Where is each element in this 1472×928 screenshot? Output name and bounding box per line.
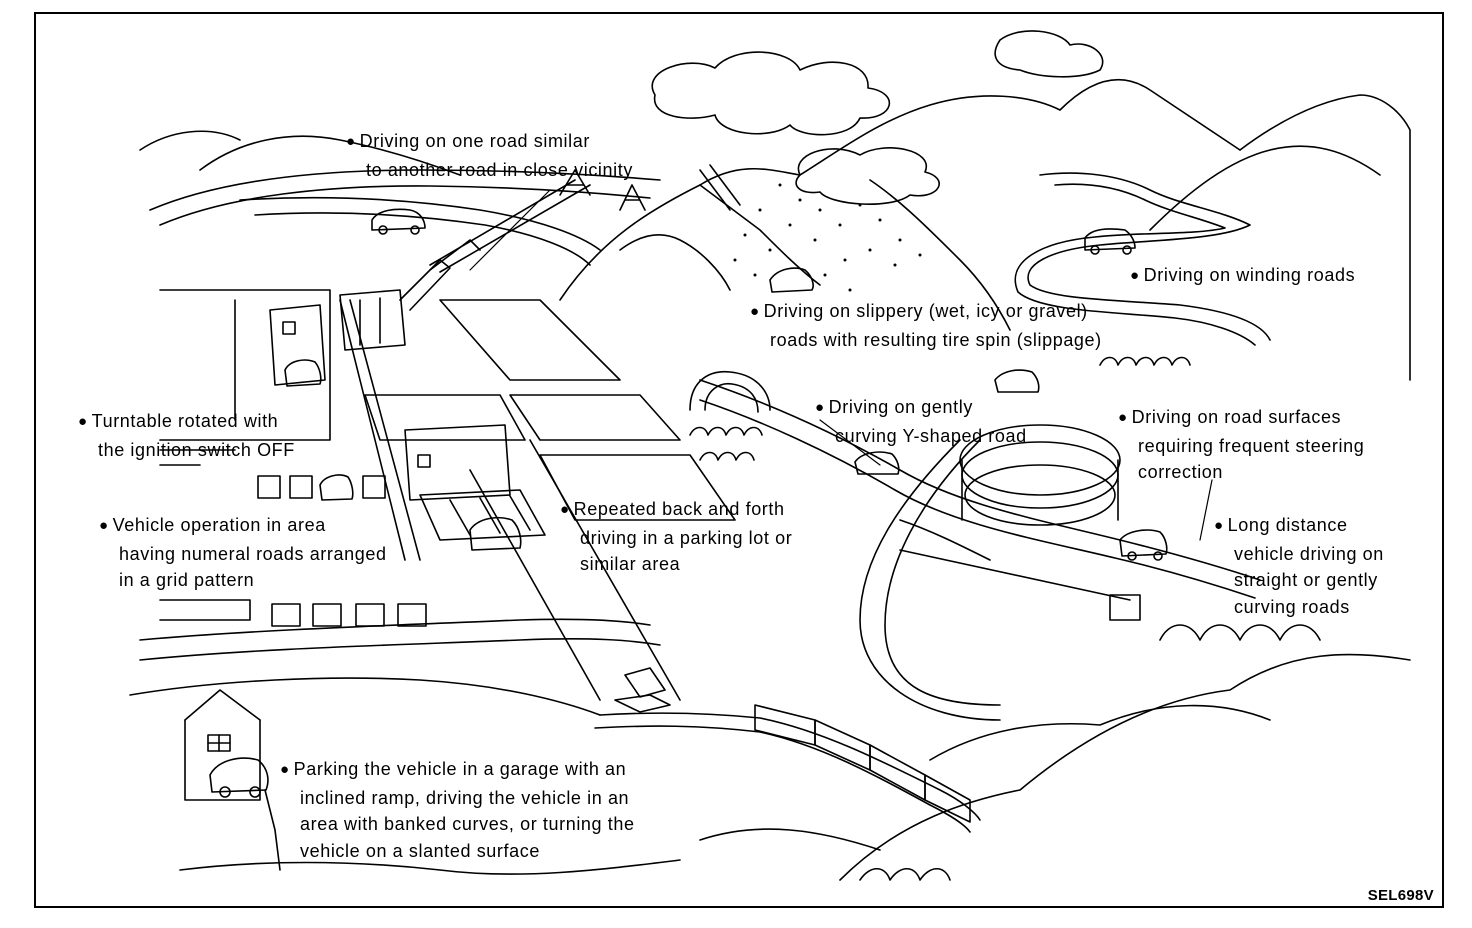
cloud-shapes — [651, 30, 1104, 205]
city-grid-blocks — [139, 289, 736, 701]
pointer-lines — [469, 189, 1213, 541]
foreground-hills — [129, 653, 1411, 881]
dotted-slope-texture — [733, 183, 922, 292]
label-y-shaped-road: ●Driving on gently curving Y-shaped road — [815, 397, 1027, 446]
parking-structures — [269, 304, 546, 541]
label-slippery-roads: ●Driving on slippery (wet, icy or gravel… — [750, 301, 1102, 350]
mountain-ranges — [139, 78, 1411, 381]
house-garage — [184, 689, 281, 871]
label-steering-correction: ●Driving on road surfaces requiring freq… — [1118, 407, 1365, 482]
distant-road — [149, 169, 661, 266]
construction-crane — [339, 239, 481, 351]
winding-road — [1014, 172, 1271, 346]
label-similar-road: ●Driving on one road similar to another … — [346, 131, 633, 180]
railway-train — [594, 704, 981, 833]
label-grid-pattern: ●Vehicle operation in area having numera… — [99, 515, 387, 590]
y-shaped-road — [699, 379, 1261, 721]
power-towers — [429, 164, 741, 273]
figure-code: SEL698V — [1367, 887, 1434, 904]
label-long-distance: ●Long distance vehicle driving on straig… — [1214, 515, 1384, 617]
vehicles — [284, 208, 1168, 713]
spiral-ramp — [899, 424, 1141, 621]
grid-squares — [257, 475, 427, 627]
label-winding-roads: ●Driving on winding roads — [1130, 265, 1356, 285]
label-parking-lot: ●Repeated back and forth driving in a pa… — [560, 499, 793, 574]
tree-bushes — [689, 356, 1321, 641]
loop-road — [689, 370, 771, 413]
label-turntable: ●Turntable rotated with the ignition swi… — [78, 411, 295, 460]
figure-frame — [34, 12, 1444, 908]
label-garage-ramp: ●Parking the vehicle in a garage with an… — [280, 759, 635, 861]
